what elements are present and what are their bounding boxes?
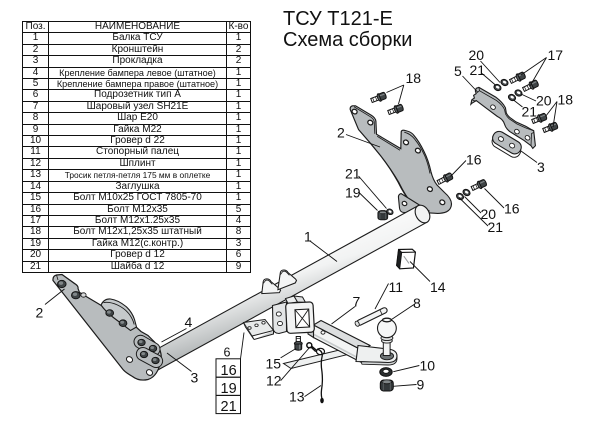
svg-text:12: 12 — [266, 373, 282, 389]
svg-text:20: 20 — [481, 206, 497, 222]
svg-text:2: 2 — [337, 125, 345, 141]
svg-text:1: 1 — [304, 229, 312, 245]
svg-text:19: 19 — [221, 381, 237, 397]
svg-text:8: 8 — [413, 295, 421, 311]
svg-text:6: 6 — [224, 346, 231, 360]
svg-text:17: 17 — [548, 47, 564, 63]
svg-text:18: 18 — [406, 70, 422, 86]
svg-text:4: 4 — [185, 314, 193, 330]
svg-text:13: 13 — [289, 389, 305, 405]
svg-text:21: 21 — [488, 219, 504, 235]
svg-text:21: 21 — [221, 399, 237, 415]
svg-text:16: 16 — [466, 152, 482, 168]
svg-text:21: 21 — [522, 104, 538, 120]
svg-text:19: 19 — [345, 185, 361, 201]
svg-text:20: 20 — [536, 93, 552, 109]
svg-text:20: 20 — [469, 47, 485, 63]
svg-text:3: 3 — [191, 370, 199, 386]
svg-text:2: 2 — [36, 305, 44, 321]
svg-text:14: 14 — [430, 279, 446, 295]
svg-text:21: 21 — [345, 166, 361, 182]
svg-text:3: 3 — [537, 159, 545, 175]
svg-text:21: 21 — [470, 62, 486, 78]
svg-text:18: 18 — [558, 92, 574, 108]
svg-text:7: 7 — [353, 294, 361, 310]
svg-text:5: 5 — [454, 63, 462, 79]
svg-text:16: 16 — [504, 201, 520, 217]
svg-text:15: 15 — [266, 356, 282, 372]
svg-text:9: 9 — [417, 377, 425, 393]
svg-text:16: 16 — [221, 363, 237, 379]
svg-text:10: 10 — [420, 358, 436, 374]
svg-text:11: 11 — [389, 279, 404, 295]
